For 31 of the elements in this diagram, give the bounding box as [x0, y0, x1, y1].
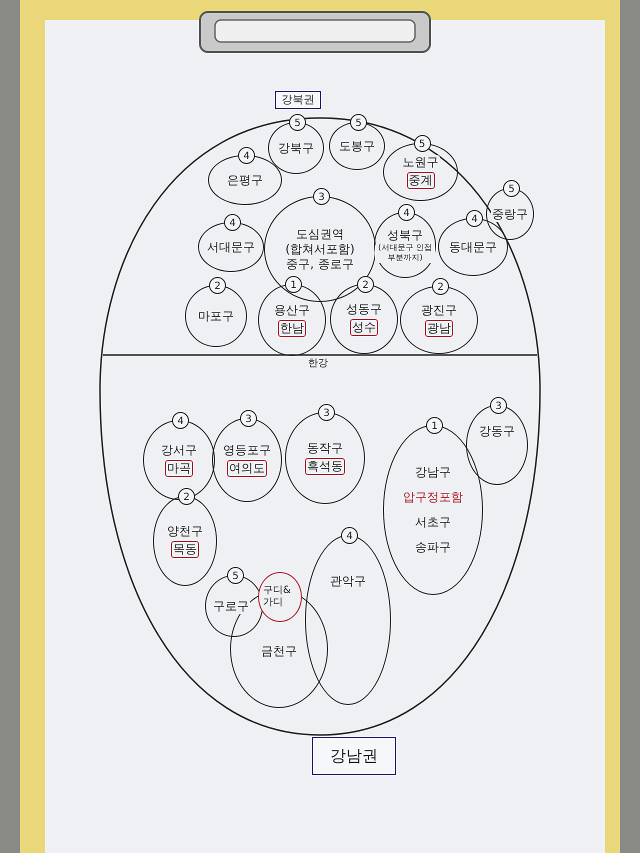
district-name: 강서구	[160, 443, 198, 458]
note-text: 압구정포함	[402, 490, 464, 505]
region-title-box: 강남권	[312, 737, 396, 775]
district-name: 강동구	[478, 424, 516, 439]
district-name: 성북구	[386, 228, 424, 242]
river-label: 한강	[308, 358, 328, 370]
district-name: 서대문구	[206, 240, 256, 254]
district-name: 마포구	[197, 308, 235, 324]
district-name: 서초구	[414, 515, 452, 530]
note-text: (서대문구 인접부분까지)	[375, 242, 435, 262]
district-name: 성동구	[345, 302, 383, 317]
district-name: 도심권역	[295, 226, 345, 242]
district-name: 강남구	[414, 465, 452, 480]
district-name: 노원구	[402, 155, 440, 170]
district-name: 송파구	[414, 540, 452, 555]
district-name: 동대문구	[448, 240, 498, 254]
region-title-box: 강북권	[275, 91, 321, 109]
district-name: 도봉구	[338, 138, 376, 154]
district-name: 구로구	[212, 598, 250, 614]
district-name: 영등포구	[222, 443, 272, 458]
district-name: (합쳐서포함)	[284, 242, 356, 256]
district-name: 용산구	[273, 303, 311, 318]
district-name: 양천구	[166, 524, 204, 539]
district-name: 중구, 종로구	[285, 256, 355, 272]
district-name: 광진구	[420, 303, 458, 318]
district-name: 은평구	[226, 172, 264, 188]
district-name: 강북구	[277, 140, 315, 156]
district-name: 관악구	[329, 574, 367, 589]
district-name: 금천구	[260, 644, 298, 659]
district-name: 중랑구	[491, 206, 529, 222]
district-name: 동작구	[306, 441, 344, 456]
